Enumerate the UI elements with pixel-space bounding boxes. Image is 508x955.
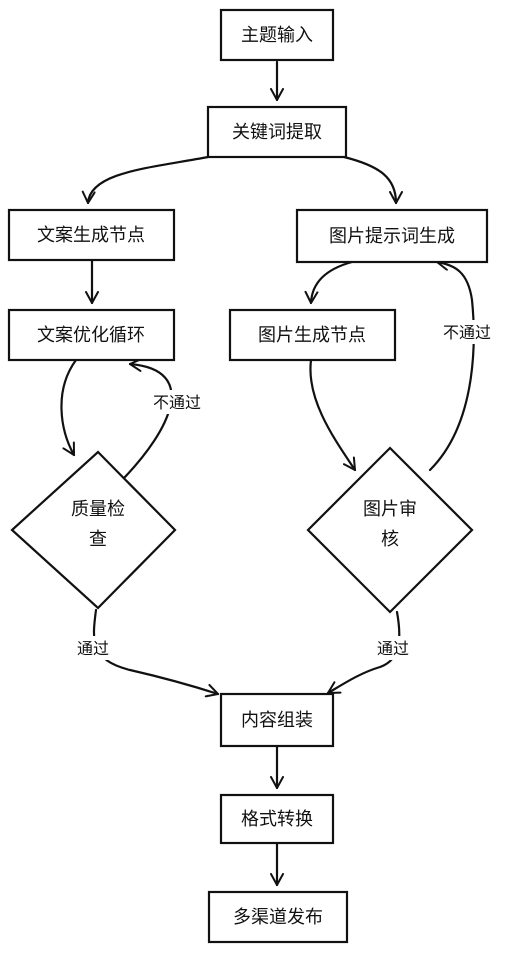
node-format-conversion: 格式转换: [219, 793, 335, 845]
edge-quality-fail-back: [122, 357, 173, 480]
node-keyword-extraction-label: 关键词提取: [232, 122, 322, 143]
edge-quality-pass-to-assembly: [92, 608, 220, 698]
node-copy-optimization-loop: 文案优化循环: [7, 308, 176, 362]
edge-image-gen-to-review: [309, 358, 357, 472]
edge-optimize-to-quality: [60, 358, 78, 457]
node-image-generation-label: 图片生成节点: [258, 325, 366, 346]
decision-quality-check-label-1: 质量检: [71, 499, 125, 520]
decision-image-review-label-1: 图片审: [363, 499, 417, 520]
quality-pass-label: 通过: [77, 639, 109, 658]
node-copy-optimization-loop-label: 文案优化循环: [37, 325, 145, 346]
node-multichannel-publish-label: 多渠道发布: [233, 907, 323, 928]
decision-quality-check-label-2: 查: [89, 529, 107, 550]
node-format-conversion-label: 格式转换: [241, 809, 313, 830]
node-content-assembly-label: 内容组装: [241, 710, 313, 731]
edge-prompt-to-image-gen: [304, 260, 354, 305]
image-review-pass-label: 通过: [377, 639, 409, 658]
quality-fail-label: 不通过: [153, 393, 201, 412]
edge-review-pass-to-assembly: [326, 610, 401, 695]
edge-labels: 不通过 不通过 通过 通过: [70, 320, 498, 660]
nodes: 主题输入 关键词提取 文案生成节点 图片提示词生成 文案优化循环 图片生成节点 …: [7, 8, 489, 944]
edge-keyword-to-copy: [81, 155, 210, 205]
decision-quality-check: 质量检 查: [10, 450, 177, 610]
node-content-assembly: 内容组装: [219, 692, 335, 748]
node-topic-input: 主题输入: [219, 8, 335, 62]
node-keyword-extraction: 关键词提取: [206, 105, 348, 159]
decision-image-review-label-2: 核: [381, 529, 399, 550]
node-image-prompt-generation: 图片提示词生成: [295, 208, 489, 264]
node-image-generation: 图片生成节点: [228, 308, 397, 362]
node-copy-generation-label: 文案生成节点: [37, 225, 145, 246]
decision-image-review: 图片审 核: [306, 446, 474, 614]
edge-review-fail-back: [428, 256, 475, 472]
node-topic-input-label: 主题输入: [241, 25, 313, 46]
node-copy-generation: 文案生成节点: [7, 208, 176, 262]
image-review-fail-label: 不通过: [443, 323, 491, 342]
node-multichannel-publish: 多渠道发布: [207, 890, 349, 944]
node-image-prompt-generation-label: 图片提示词生成: [329, 226, 455, 247]
edge-keyword-to-image-prompt: [342, 155, 403, 205]
